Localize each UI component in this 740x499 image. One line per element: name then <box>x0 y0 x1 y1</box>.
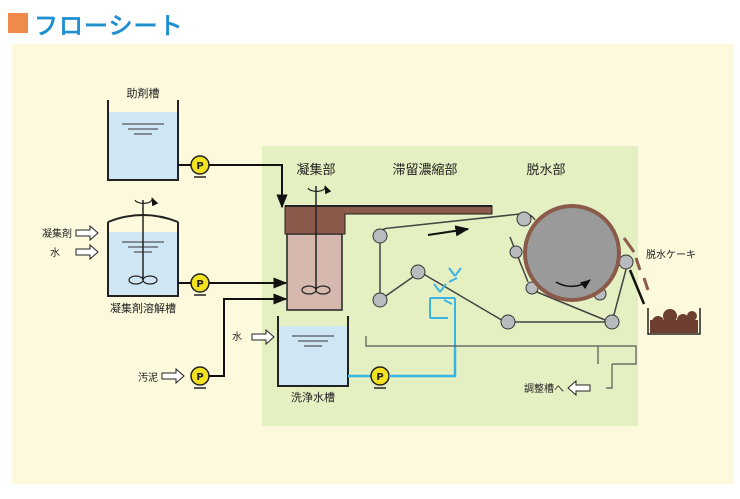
pump-label: P <box>376 372 383 383</box>
pump-label: P <box>196 279 203 290</box>
wash-tank <box>277 316 349 387</box>
water-in2-label: 水 <box>232 331 242 343</box>
cake-fall <box>622 237 650 291</box>
pump-aid: P <box>190 155 210 178</box>
wash-spray <box>429 267 462 346</box>
pump-label: P <box>196 161 203 172</box>
dewater-drum <box>523 204 621 302</box>
dewater-section-label: 脱水部 <box>526 163 565 178</box>
retention-section-label: 滞留濃縮部 <box>392 162 457 178</box>
filtrate-line-1 <box>365 336 637 365</box>
aid-tank-label: 助剤槽 <box>127 86 160 100</box>
coagulant-in-label: 凝集剤 <box>42 227 72 240</box>
pump-sludge: P <box>190 366 210 389</box>
cake-container <box>647 308 701 335</box>
scraper-blade <box>628 269 646 305</box>
coag-tank <box>107 197 179 297</box>
pump-label: P <box>196 372 203 383</box>
pump-wash: P <box>370 366 390 389</box>
coag-section-label: 凝集部 <box>296 162 335 178</box>
sludge-in-arrow-icon <box>161 367 185 385</box>
water-in2-arrow-icon <box>251 328 275 346</box>
title-bar: フローシート <box>8 8 184 40</box>
coag-tank-label: 凝集剤溶解槽 <box>110 301 176 315</box>
sludge-feed-line <box>209 293 288 377</box>
wash-tank-label: 洗浄水槽 <box>291 390 335 404</box>
lower-belt <box>379 236 629 323</box>
water-in-arrow-icon <box>75 243 99 261</box>
title-square-icon <box>8 13 28 33</box>
aid-tank <box>107 100 179 181</box>
coag-vessel <box>286 233 343 311</box>
coagulant-in-arrow-icon <box>75 224 99 242</box>
to-adjust-label: 調整槽へ <box>524 382 564 395</box>
cake-label: 脱水ケーキ <box>646 248 696 261</box>
sludge-in-label: 汚泥 <box>138 371 158 384</box>
to-adjust-arrow-icon <box>567 379 591 397</box>
water-in-label: 水 <box>50 247 60 259</box>
aid-feed-line <box>209 164 288 209</box>
filtrate-line-2 <box>606 364 613 389</box>
wash-water-line <box>389 346 457 378</box>
belt-direction-arrow <box>427 225 470 237</box>
page-title: フローシート <box>34 11 184 40</box>
